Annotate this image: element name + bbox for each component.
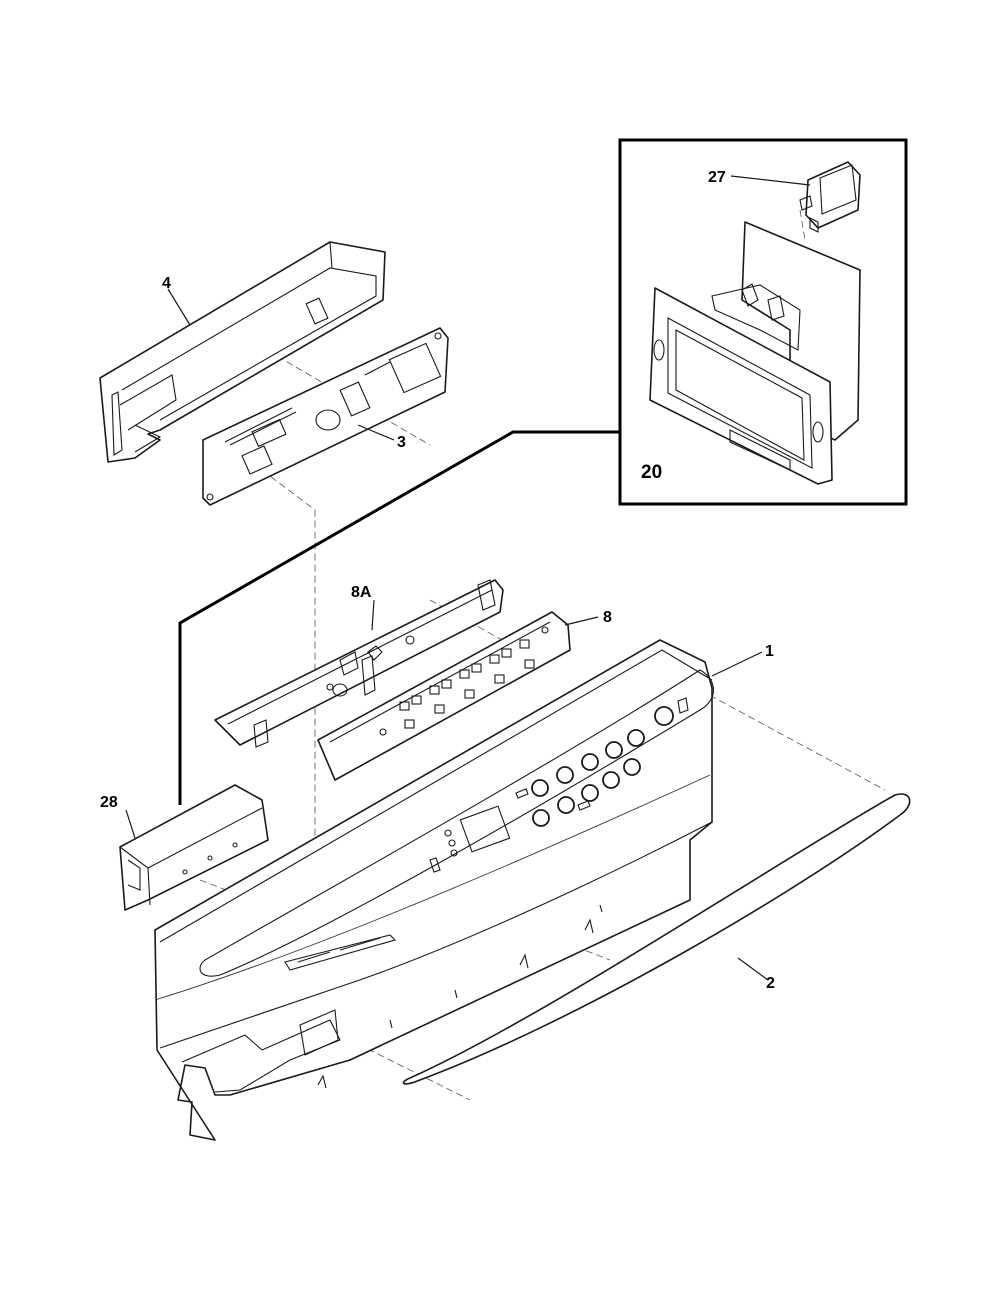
inset-connector-line [178, 430, 620, 805]
keypad-board-part [317, 611, 571, 781]
selector-knobs [531, 706, 674, 827]
dispenser-housing-part [649, 221, 861, 485]
panel-trim-part [402, 793, 911, 1085]
leader-lines [125, 175, 811, 981]
callout-4: 4 [162, 275, 171, 292]
side-cover-part [119, 784, 269, 911]
control-board-part [202, 297, 449, 506]
switch-part [799, 161, 861, 233]
callout-labels: 4 3 27 20 8A 8 1 28 2 [100, 169, 775, 992]
callout-20: 20 [641, 462, 662, 483]
callout-8a: 8A [351, 584, 372, 601]
button-bracket-part [214, 579, 504, 748]
callout-28: 28 [100, 794, 118, 811]
callout-3: 3 [397, 434, 406, 451]
control-box-housing-part [99, 241, 386, 463]
callout-8: 8 [603, 609, 612, 626]
callout-2: 2 [766, 975, 775, 992]
callout-1: 1 [765, 643, 774, 660]
callout-27: 27 [708, 169, 726, 186]
control-panel-part [154, 639, 715, 1141]
detail-inset-frame [618, 138, 908, 506]
